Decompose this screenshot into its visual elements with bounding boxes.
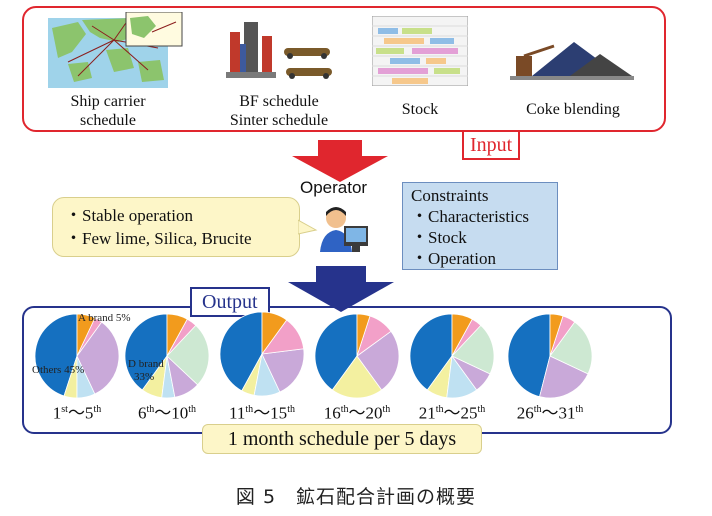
pie-annotation-d-brand: D brand <box>128 358 164 370</box>
pie-slice <box>331 355 383 399</box>
pie-slice <box>356 313 371 357</box>
ship-route-map-image <box>48 12 183 88</box>
pie-slice <box>409 313 453 391</box>
pie-slice <box>261 311 288 356</box>
pie-slice <box>76 313 96 357</box>
pie-slice <box>549 321 593 375</box>
input-item-coke-label: Coke blending <box>526 101 620 118</box>
bubble-tail <box>298 219 318 235</box>
objective-item: ・Few lime, Silica, Brucite <box>65 229 252 248</box>
schedule-note: 1 month schedule per 5 days <box>202 424 482 454</box>
period-range-label: 1st～5th <box>52 403 102 423</box>
pie-slice <box>124 313 168 391</box>
stock-table-image <box>372 16 468 86</box>
operator-label: Operator <box>300 178 368 197</box>
constraints-box: Constraints ・Characteristics ・Stock ・Ope… <box>402 182 558 270</box>
pie-annotation-d-value: 33% <box>134 371 155 383</box>
constraint-item: ・Stock <box>411 228 467 247</box>
input-panel <box>22 6 666 132</box>
coke-pile-image <box>510 42 634 80</box>
constraint-item: ・Characteristics <box>411 207 530 226</box>
pie-slice <box>166 313 188 357</box>
pie-annotation-a-brand: A brand 5% <box>78 312 131 324</box>
pie-slice <box>76 321 120 395</box>
pie-slice <box>356 330 400 391</box>
period-range-label: 6th～10th <box>137 403 197 423</box>
pie-slice <box>451 324 495 375</box>
blue-down-arrow <box>288 266 394 312</box>
red-down-arrow <box>292 140 388 182</box>
objective-item: ・Stable operation <box>65 206 193 225</box>
pie-slice <box>451 313 473 357</box>
pie-slice <box>219 311 263 392</box>
constraint-item: ・Operation <box>411 249 496 268</box>
pie-slice <box>261 348 305 393</box>
pie-slice <box>507 313 551 398</box>
input-tag: Input <box>462 130 521 160</box>
pie-slice <box>34 313 78 397</box>
period-range-label: 26th～31th <box>516 403 584 423</box>
operator-person-icon <box>320 207 368 252</box>
period-range-label: 11th～15th <box>229 403 295 423</box>
objectives-bubble: ・Stable operation ・Few lime, Silica, Bru… <box>52 197 300 257</box>
blast-furnace-image <box>226 22 332 79</box>
figure-caption: 図 5 鉱石配合計画の概要 <box>235 486 477 508</box>
pie-slice <box>314 313 358 391</box>
input-item-stock-label: Stock <box>401 101 439 118</box>
period-range-label: 16th～20th <box>323 403 391 423</box>
constraints-title: Constraints <box>411 186 489 205</box>
period-range-label: 21th～25th <box>418 403 486 423</box>
pie-slice <box>539 355 589 399</box>
pie-annotation-others: Others 45% <box>32 364 85 376</box>
pie-slice <box>166 324 210 386</box>
pie-slice <box>549 313 564 357</box>
